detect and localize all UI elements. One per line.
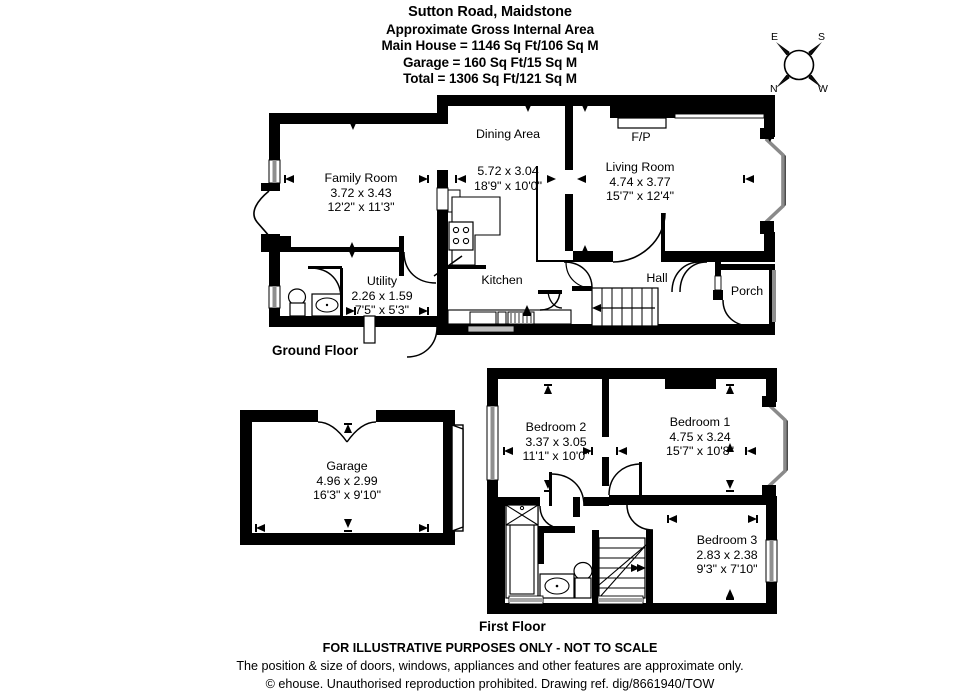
garage-plan (240, 410, 464, 545)
compass-label-east: E (771, 31, 779, 43)
compass-label-north: N (770, 83, 778, 95)
room-label-dining-area: Dining Area (476, 127, 540, 142)
floor-label-ground: Ground Floor (272, 343, 359, 358)
room-dim-imperial: 11'1" x 10'0" (522, 449, 590, 464)
room-label-bedroom-3: Bedroom 3 2.83 x 2.38 9'3" x 7'10" (696, 533, 757, 577)
dimension-markers-first (503, 384, 758, 600)
room-label-hall: Hall (646, 271, 667, 286)
room-name: Dining Area (475, 127, 541, 141)
room-dim-imperial: 15'7" x 10'8" (666, 444, 734, 459)
room-name: Utility (366, 274, 398, 288)
room-name: Garage (326, 459, 368, 473)
room-name: Porch (730, 284, 764, 298)
room-name: Hall (646, 271, 668, 285)
room-label-garage: Garage 4.96 x 2.99 16'3" x 9'10" (313, 459, 381, 503)
dimension-markers (284, 102, 754, 316)
room-label-living-room: Living Room 4.74 x 3.77 15'7" x 12'4" (606, 160, 675, 204)
room-name: Living Room (605, 160, 675, 174)
room-dim-metric: 4.96 x 2.99 (316, 473, 378, 488)
room-name: Kitchen (481, 273, 523, 287)
room-name: Bedroom 2 (525, 420, 587, 434)
ground-floor-plan (253, 95, 786, 358)
room-name: F/P (631, 130, 651, 144)
room-label-utility: Utility 2.26 x 1.59 7'5" x 5'3" (351, 274, 412, 318)
room-dim-imperial: 16'3" x 9'10" (313, 488, 381, 503)
room-dim-imperial: 12'2" x 11'3" (327, 200, 395, 215)
room-dim-metric: 4.74 x 3.77 (609, 174, 671, 189)
room-label-fireplace: F/P (631, 130, 650, 145)
room-dim-metric: 4.75 x 3.24 (669, 429, 731, 444)
floor-label-first: First Floor (479, 619, 546, 634)
compass-rose (776, 42, 822, 88)
room-dim-metric: 3.72 x 3.43 (330, 185, 392, 200)
room-name: Bedroom 1 (669, 415, 731, 429)
room-dim-metric: 5.72 x 3.04 (477, 164, 539, 178)
room-dim-imperial: 15'7" x 12'4" (606, 189, 674, 204)
first-floor-plan (486, 368, 788, 614)
room-label-kitchen: Kitchen (481, 273, 522, 288)
room-dim-metric: 3.37 x 3.05 (525, 434, 587, 449)
room-label-bedroom-2: Bedroom 2 3.37 x 3.05 11'1" x 10'0" (522, 420, 589, 464)
room-dims-dining-area: 5.72 x 3.04 18'9" x 10'0" (474, 164, 542, 193)
room-dim-metric: 2.83 x 2.38 (696, 547, 758, 562)
room-name: Family Room (324, 171, 398, 185)
room-dim-imperial: 18'9" x 10'0" (474, 178, 542, 193)
room-name: Bedroom 3 (696, 533, 758, 547)
room-label-family-room: Family Room 3.72 x 3.43 12'2" x 11'3" (325, 171, 398, 215)
room-label-bedroom-1: Bedroom 1 4.75 x 3.24 15'7" x 10'8" (666, 415, 734, 459)
room-label-porch: Porch (731, 284, 763, 299)
compass-label-south: S (818, 31, 826, 43)
room-dim-imperial: 7'5" x 5'3" (354, 303, 410, 318)
room-dim-metric: 2.26 x 1.59 (351, 288, 413, 303)
compass-label-west: W (818, 83, 828, 95)
room-dim-imperial: 9'3" x 7'10" (696, 562, 758, 577)
